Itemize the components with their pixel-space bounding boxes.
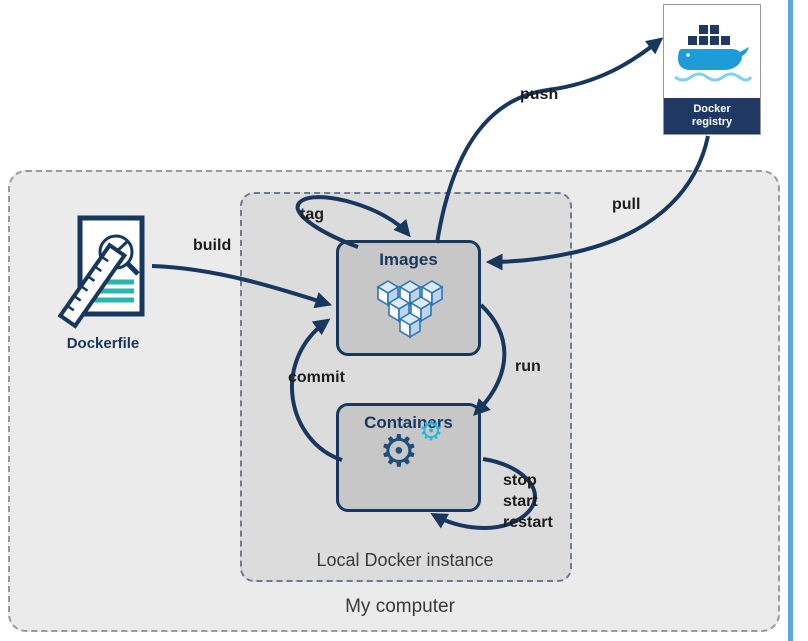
registry-label: Docker registry bbox=[664, 98, 760, 134]
push-edge-label: push bbox=[520, 86, 559, 103]
build-edge-label: build bbox=[193, 237, 232, 254]
restart-label: restart bbox=[503, 514, 553, 531]
dockerfile-label: Dockerfile bbox=[66, 335, 140, 352]
document-ruler-icon bbox=[57, 215, 145, 329]
dockerfile-node bbox=[50, 210, 160, 340]
my-computer-label: My computer bbox=[345, 596, 455, 617]
local-docker-instance-label: Local Docker instance bbox=[316, 550, 494, 570]
gear-icon: ⚙ bbox=[379, 427, 419, 476]
docker-registry-node: Docker registry bbox=[663, 4, 761, 135]
start-label: start bbox=[503, 493, 538, 510]
commit-edge-label: commit bbox=[288, 369, 345, 386]
gear-icon: ⚙ bbox=[419, 416, 444, 446]
cubes-stack-icon bbox=[377, 280, 443, 338]
docker-whale-icon bbox=[664, 5, 760, 98]
stop-label: stop bbox=[503, 472, 537, 489]
images-node: Images bbox=[336, 240, 481, 356]
containers-label: Containers bbox=[364, 413, 453, 432]
lifecycle-edge-label: stop start restart bbox=[503, 470, 553, 533]
containers-node: Containers ⚙ ⚙ bbox=[336, 403, 481, 512]
pull-edge-label: pull bbox=[612, 196, 641, 213]
blue-edge-line bbox=[788, 0, 793, 641]
tag-edge-label: tag bbox=[300, 206, 324, 223]
run-edge-label: run bbox=[515, 358, 541, 375]
images-label: Images bbox=[379, 250, 438, 269]
